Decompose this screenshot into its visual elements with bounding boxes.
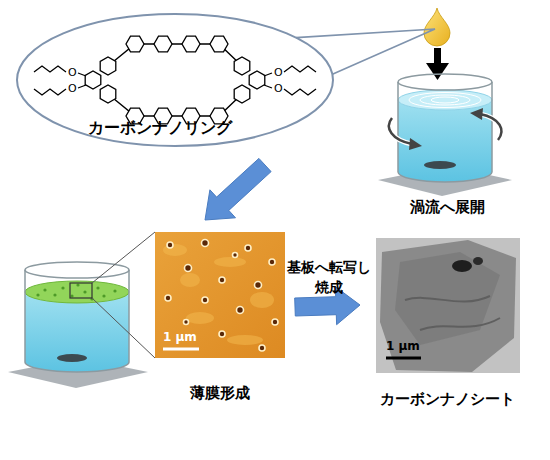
liquid-body bbox=[398, 100, 492, 182]
rotation-arrow bbox=[389, 118, 412, 144]
thin-film bbox=[25, 281, 129, 303]
liquid-body bbox=[25, 292, 129, 372]
rotation-arrow bbox=[480, 114, 501, 140]
step-label: カーボンナノリング bbox=[15, 118, 305, 139]
afm-background bbox=[155, 232, 285, 358]
scale-label: 1 μm bbox=[386, 339, 420, 353]
callout-leader bbox=[296, 29, 435, 74]
process-step: 薄膜形成 bbox=[15, 232, 295, 410]
scale-bar bbox=[163, 348, 199, 351]
stir-bar bbox=[57, 354, 87, 362]
butyl-chain bbox=[34, 66, 66, 72]
benzene-ring bbox=[230, 83, 253, 106]
process-step: 渦流へ展開 bbox=[385, 5, 510, 220]
film-setup bbox=[8, 232, 155, 388]
butyl-chain bbox=[34, 89, 66, 95]
rotation-arrow-head bbox=[470, 108, 483, 120]
benzene-ring bbox=[154, 36, 172, 52]
liquid-surface bbox=[398, 90, 492, 110]
atom-label: O bbox=[68, 82, 77, 95]
drop-arrow-head bbox=[426, 63, 449, 80]
vortex-setup bbox=[378, 8, 512, 196]
benzene-ring bbox=[210, 36, 228, 52]
stir-bar bbox=[424, 161, 456, 169]
dark-particle bbox=[452, 260, 472, 272]
oxygen-bond bbox=[78, 73, 272, 88]
vortex-ring bbox=[409, 93, 481, 108]
tem-background bbox=[376, 238, 520, 373]
afm-texture bbox=[163, 244, 274, 345]
tem-image bbox=[376, 238, 520, 373]
zoom-square bbox=[70, 283, 92, 298]
step-label: 渦流へ展開 bbox=[385, 198, 510, 217]
solution-droplet bbox=[424, 8, 450, 46]
benzene-ring bbox=[230, 55, 253, 78]
benzene-ring bbox=[81, 69, 104, 92]
rotation-arrow-outline bbox=[389, 118, 412, 144]
molecule-structure bbox=[34, 36, 316, 124]
benzene-ring bbox=[96, 83, 119, 106]
butyl-chain bbox=[284, 89, 316, 95]
benzene-ring bbox=[96, 55, 119, 78]
beaker-rim bbox=[398, 74, 492, 90]
molecule-callout: カーボンナノリング bbox=[15, 12, 335, 148]
scale-label: 1 μm bbox=[163, 330, 197, 344]
vortex-ring bbox=[420, 95, 470, 105]
beaker-rim bbox=[25, 262, 129, 278]
sheet-fold bbox=[405, 296, 500, 330]
beaker-glass bbox=[398, 82, 492, 182]
zoom-line bbox=[92, 232, 155, 358]
film-dots bbox=[36, 283, 116, 300]
step-label: カーボンナノシート bbox=[360, 390, 535, 409]
nanosheet bbox=[380, 240, 516, 372]
afm-image bbox=[155, 232, 285, 358]
scale-bar bbox=[386, 357, 421, 360]
process-arrow bbox=[205, 158, 271, 220]
arrow-label: 基板へ転写し 焼成 bbox=[283, 258, 375, 297]
atom-label: O bbox=[274, 66, 283, 79]
atom-label: O bbox=[68, 66, 77, 79]
butyl-chain bbox=[284, 66, 316, 72]
atom-label: O bbox=[274, 82, 283, 95]
rotation-arrow-outline bbox=[480, 114, 501, 140]
benzene-ring bbox=[245, 69, 268, 92]
beaker-glass bbox=[25, 270, 129, 372]
benzene-ring bbox=[126, 36, 144, 52]
drop-arrow-shaft bbox=[434, 48, 441, 64]
vortex-ring bbox=[431, 97, 459, 103]
dark-particle bbox=[473, 257, 483, 265]
nanosheet-layer bbox=[395, 252, 500, 345]
step-label: 薄膜形成 bbox=[155, 384, 285, 403]
rotation-arrow-head bbox=[409, 138, 422, 150]
benzene-ring bbox=[182, 36, 200, 52]
result-image: カーボンナノシート bbox=[360, 235, 535, 415]
